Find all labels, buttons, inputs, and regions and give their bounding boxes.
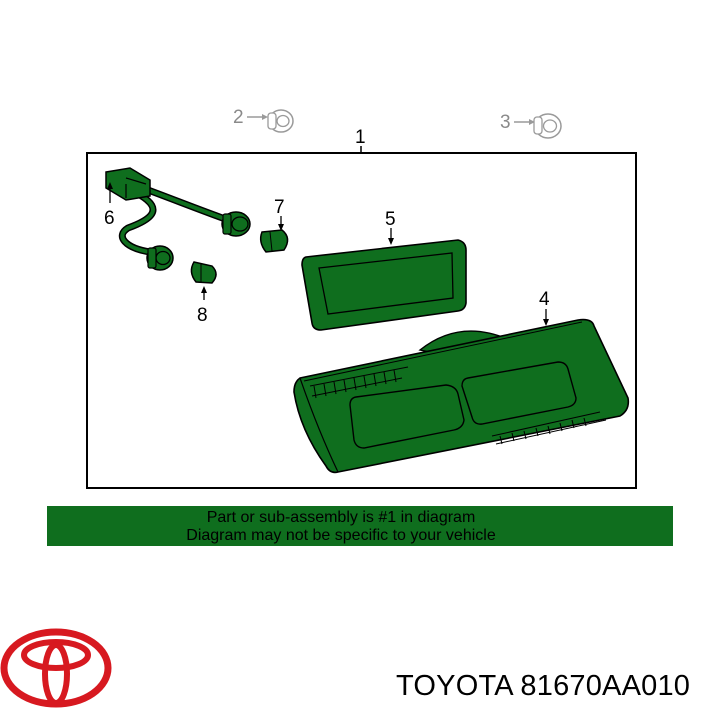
callout-5: 5 [385,209,396,230]
callout-8: 8 [197,305,208,326]
callout-2: 2 [233,107,244,128]
lens-part-5 [301,239,467,331]
lamp-housing-part-4 [293,318,630,474]
notice-line-1: Part or sub-assembly is #1 in diagram [206,509,476,526]
bulb-part-7 [259,229,289,253]
callout-7: 7 [274,197,285,218]
bulb-part-8 [190,261,217,284]
notice-line-2: Diagram may not be specific to your vehi… [186,527,496,544]
toyota-logo [0,628,112,708]
callout-4: 4 [539,289,550,310]
clip-part-3: 3 [500,112,562,139]
clip-part-2: 2 [233,107,294,133]
wire-harness-part-6 [105,167,251,271]
callout-3: 3 [500,112,511,133]
callout-1: 1 [355,127,366,148]
callout-6: 6 [104,208,115,229]
notice-banner: Part or sub-assembly is #1 in diagram Di… [47,506,673,546]
brand-part-number: TOYOTA 81670AA010 [396,670,691,702]
